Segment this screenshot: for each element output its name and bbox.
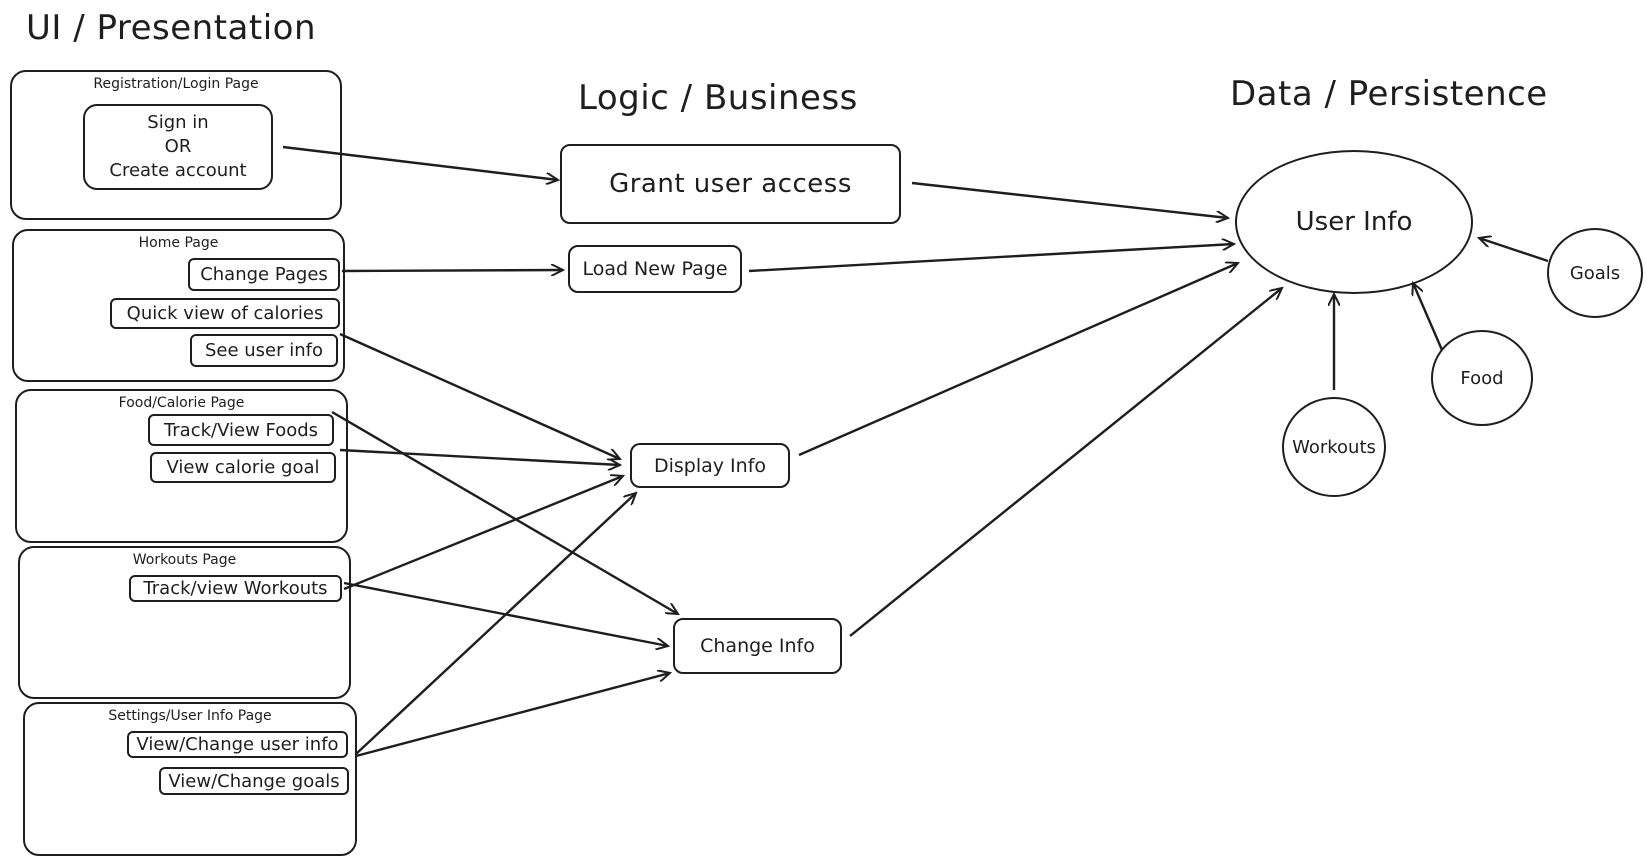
goals-store: Goals [1547,228,1643,318]
arrow-trackfoods-to-change [331,410,678,614]
view-change-user-info-button[interactable]: View/Change user info [127,731,348,758]
arrow-display-to-userinfo [798,263,1238,457]
change-pages-button[interactable]: Change Pages [188,258,340,291]
arrow-caloriegoal-to-display [339,448,620,465]
arrow-changepages-to-load [341,270,563,271]
logic-business-heading: Logic / Business [578,78,858,118]
arrow-seeuserinfo-to-display [339,332,620,459]
load-new-page-box: Load New Page [568,245,742,293]
view-calorie-goal-button[interactable]: View calorie goal [150,452,336,483]
data-persistence-heading: Data / Persistence [1230,74,1548,114]
arrow-load-to-userinfo [748,244,1234,273]
food-store: Food [1431,330,1533,426]
food-calorie-page-title: Food/Calorie Page [118,395,245,411]
change-info-box: Change Info [673,618,842,674]
arrow-change-to-userinfo [849,288,1282,637]
track-view-workouts-button[interactable]: Track/view Workouts [129,575,342,602]
settings-user-info-page-title: Settings/User Info Page [108,708,272,724]
workouts-store: Workouts [1282,397,1386,497]
arrow-settings-to-display [355,493,636,755]
registration-login-page: Registration/Login Page [10,70,342,220]
display-info-box: Display Info [630,443,790,488]
home-page: Home Page [12,229,345,382]
track-view-foods-button[interactable]: Track/View Foods [148,414,334,446]
arrow-workouts-to-display [343,476,623,591]
workouts-page-title: Workouts Page [132,552,237,568]
ui-presentation-heading: UI / Presentation [26,8,317,48]
settings-user-info-page: Settings/User Info Page [23,702,357,856]
arrow-workouts-to-change [343,581,668,646]
grant-user-access-box: Grant user access [560,144,901,224]
registration-login-page-title: Registration/Login Page [93,76,259,92]
view-change-goals-button[interactable]: View/Change goals [159,767,349,795]
user-info-store: User Info [1235,150,1473,294]
arrow-settings-to-change [355,673,670,758]
quick-view-calories-button[interactable]: Quick view of calories [110,298,340,329]
arrow-food-to-userinfo [1413,283,1444,351]
workouts-page: Workouts Page [18,546,351,699]
arrow-goals-to-userinfo [1479,238,1549,263]
sign-in-create-account-button[interactable]: Sign in OR Create account [83,104,273,190]
home-page-title: Home Page [138,235,219,251]
see-user-info-button[interactable]: See user info [190,334,338,367]
arrow-grant-to-userinfo [911,181,1228,218]
